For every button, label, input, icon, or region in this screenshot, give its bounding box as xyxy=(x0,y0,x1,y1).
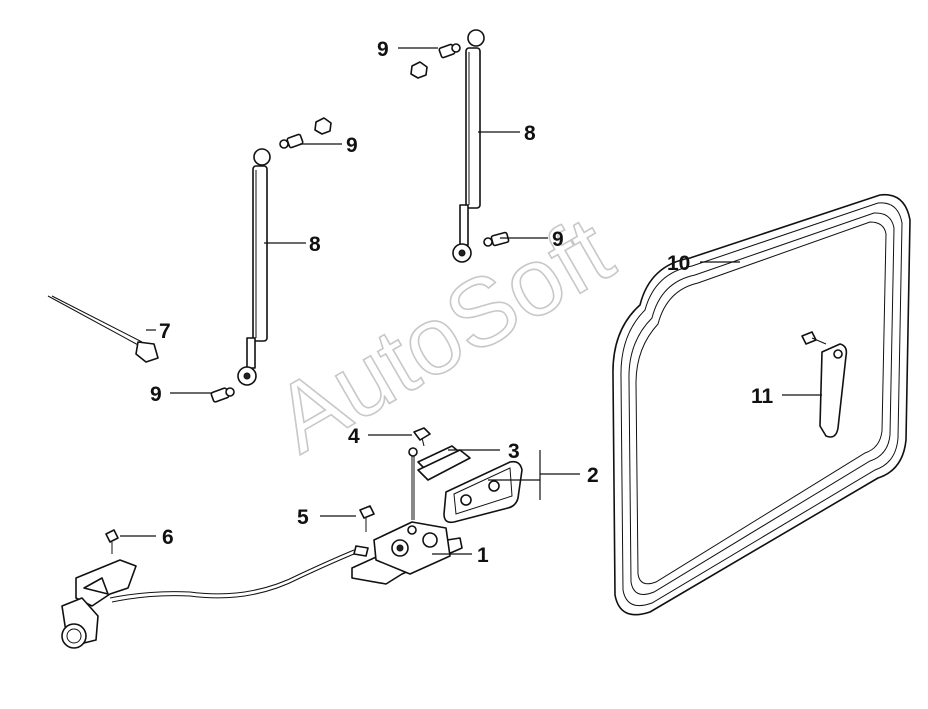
callout-8: 8 xyxy=(309,233,321,256)
release-lever-part xyxy=(61,529,137,649)
lock-part xyxy=(351,521,463,585)
gas-strut-left-part xyxy=(237,148,271,386)
callout-4: 4 xyxy=(348,425,360,448)
handle-part xyxy=(801,331,848,438)
callout-8: 8 xyxy=(524,122,536,145)
callout-2: 2 xyxy=(587,464,599,487)
callout-7: 7 xyxy=(159,320,171,343)
window-frame-part xyxy=(612,193,911,616)
callout-9: 9 xyxy=(150,383,162,406)
bolt-4-part xyxy=(413,427,431,447)
callout-labels: 9 8 9 8 9 10 7 9 11 4 3 2 5 6 1 xyxy=(150,38,774,567)
striker-assembly-part xyxy=(408,445,523,524)
ball-stud-parts xyxy=(210,43,510,403)
cable-tie-part xyxy=(47,295,159,363)
callout-9: 9 xyxy=(552,228,564,251)
callout-1: 1 xyxy=(477,544,489,567)
callout-11: 11 xyxy=(751,385,774,408)
callout-6: 6 xyxy=(162,526,174,549)
gas-strut-right-part xyxy=(452,29,485,263)
callout-9: 9 xyxy=(377,38,389,61)
callout-10: 10 xyxy=(667,252,690,275)
callout-5: 5 xyxy=(297,506,309,529)
callout-3: 3 xyxy=(508,440,520,463)
callout-9: 9 xyxy=(346,134,358,157)
leader-lines xyxy=(120,47,822,555)
bolt-5-part xyxy=(359,505,375,532)
release-cable-part xyxy=(109,549,355,603)
